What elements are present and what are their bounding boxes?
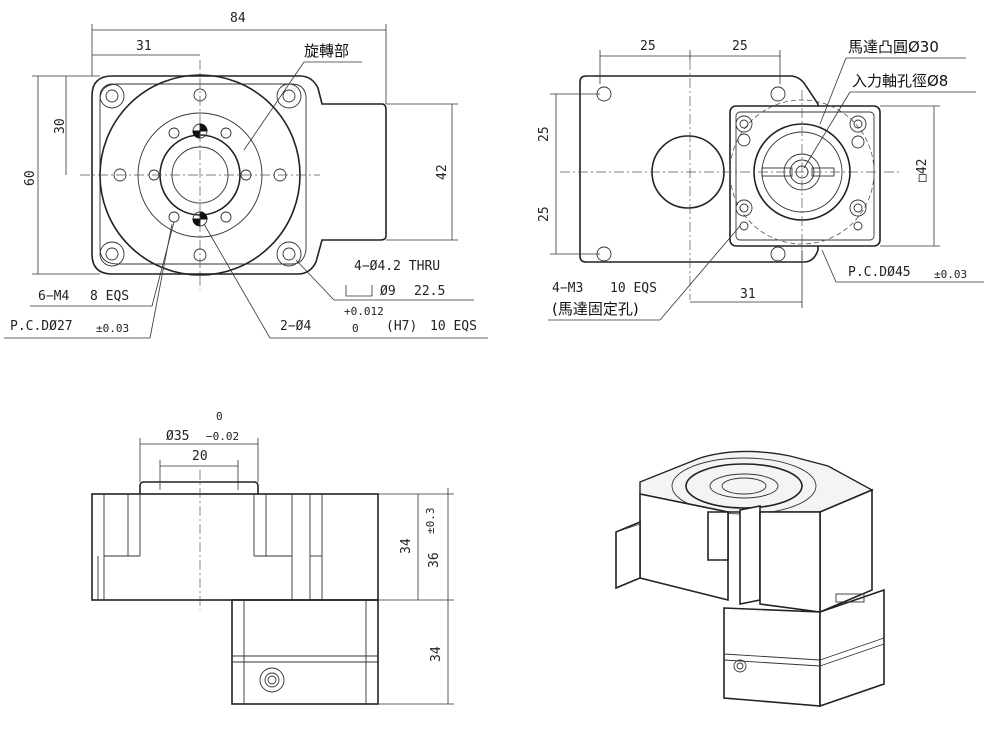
note-pcd-tol: ±0.03 (96, 322, 129, 335)
right-note-motor-holes-desc: (馬達固定孔) (552, 300, 639, 318)
label-motor-boss: 馬達凸圓Ø30 (848, 38, 939, 56)
top-view-body-outline (91, 75, 387, 275)
front-dim-motor-34: 34 (429, 646, 444, 662)
right-note-motor-depth: 10 EQS (610, 281, 657, 296)
right-dim-square: □42 (915, 159, 930, 182)
top-dim-half-height: 30 (53, 118, 68, 134)
front-view-output-boss (139, 481, 259, 494)
right-dim-left-25: 25 (640, 39, 656, 54)
front-dim-boss-tol-upper: 0 (216, 410, 223, 423)
note-tapped-holes: 6−M4 (38, 289, 69, 304)
top-dim-plate-height: 42 (435, 164, 450, 180)
note-pin-fit: (H7) (386, 319, 417, 334)
note-thru-holes: 4−Ø4.2 THRU (354, 259, 440, 274)
front-view-body (91, 493, 379, 601)
front-view: Ø35 0 −0.02 20 34 36 ±0.3 34 (91, 410, 454, 705)
right-view-plate (579, 75, 819, 263)
front-dim-boss-inner: 20 (192, 449, 208, 464)
isometric-view (615, 450, 885, 708)
top-dim-height: 60 (23, 170, 38, 186)
iso-motor-side (819, 588, 885, 708)
right-dim-upper-25: 25 (537, 126, 552, 142)
front-dim-body-36: 36 (427, 552, 442, 568)
right-view-motor-flange (729, 105, 881, 247)
front-view-motor (231, 599, 379, 705)
top-dim-width: 84 (230, 11, 246, 26)
iso-front-face (759, 511, 821, 613)
front-dim-boss-dia: Ø35 (166, 429, 189, 444)
top-view: 84 31 60 30 42 旋轉部 4−Ø4.2 THRU Ø9 22.5 6… (4, 11, 488, 339)
note-pin-depth: 10 EQS (430, 319, 477, 334)
right-dim-lower-25: 25 (537, 206, 552, 222)
label-input-bore: 入力軸孔徑Ø8 (852, 72, 948, 90)
front-dim-body-36-tol: ±0.3 (424, 508, 437, 535)
front-view-motor-port (259, 667, 285, 693)
note-pin-tol-lower: 0 (352, 322, 359, 335)
top-view-flange (99, 83, 307, 265)
top-dim-offset: 31 (136, 39, 152, 54)
note-counterbore-depth: 22.5 (414, 284, 445, 299)
top-view-corner-holes (99, 83, 302, 267)
right-note-motor-holes: 4−M3 (552, 281, 583, 296)
note-pcd: P.C.DØ27 (10, 319, 73, 334)
note-pin-tol-upper: +0.012 (344, 305, 384, 318)
iso-rotating-disc (685, 463, 803, 509)
note-pin-holes: 2−Ø4 (280, 319, 311, 334)
note-tapped-depth: 8 EQS (90, 289, 129, 304)
iso-motor-port (733, 659, 747, 673)
note-counterbore: Ø9 (380, 284, 396, 299)
right-note-pcd: P.C.DØ45 (848, 265, 911, 280)
right-dim-offset-31: 31 (740, 287, 756, 302)
right-note-pcd-tol: ±0.03 (934, 268, 967, 281)
right-dim-right-25: 25 (732, 39, 748, 54)
right-view-motor-holes (735, 115, 867, 231)
label-rotating-part: 旋轉部 (304, 42, 349, 60)
right-view: 25 25 25 25 □42 31 馬達凸圓Ø30 入力軸孔徑Ø8 P.C.D… (537, 38, 984, 321)
front-dim-boss-tol-lower: −0.02 (206, 430, 239, 443)
front-dim-body-34: 34 (399, 538, 414, 554)
